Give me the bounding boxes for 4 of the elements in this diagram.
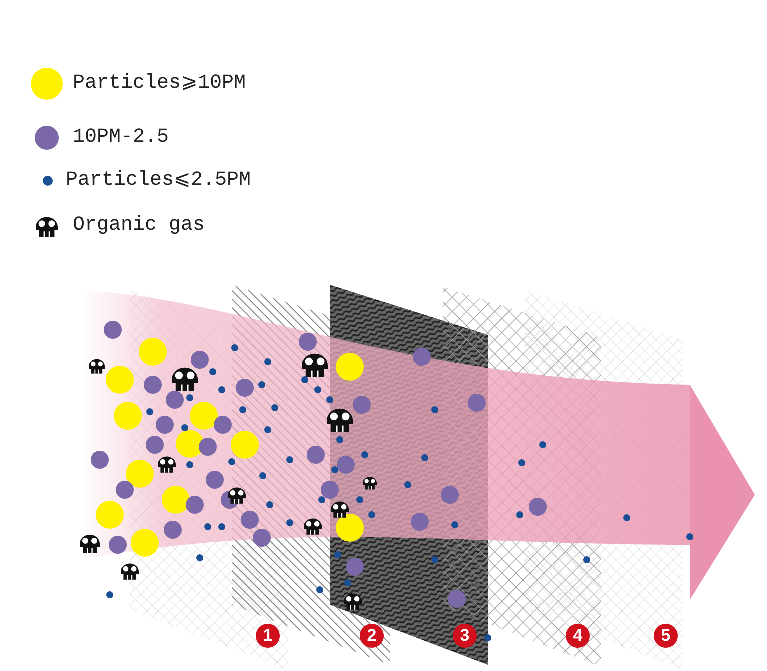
- legend-label: 10PM-2.5: [73, 126, 170, 150]
- legend-label: Particles⩾10PM: [73, 72, 246, 96]
- legend-label: Particles⩽2.5PM: [66, 169, 252, 193]
- legend-label: Organic gas: [73, 214, 206, 238]
